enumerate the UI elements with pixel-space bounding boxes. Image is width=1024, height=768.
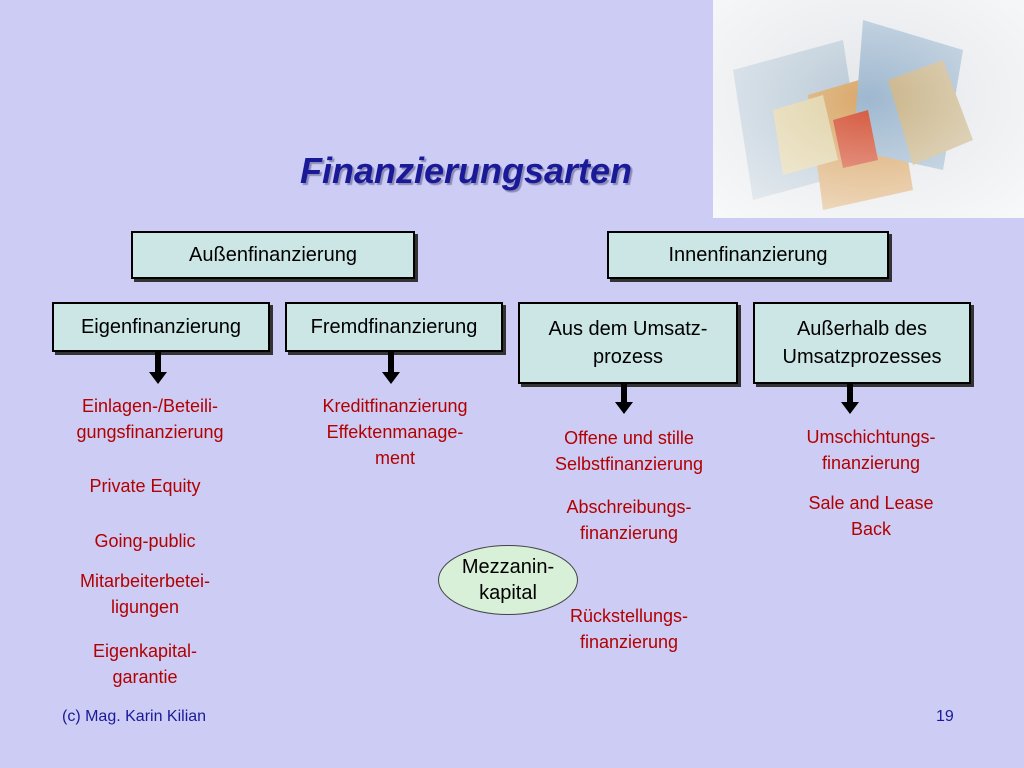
box-ausserhalb-line2: Umsatzprozesses (782, 346, 942, 368)
umsatz-item-line: Rückstellungs- (569, 606, 689, 626)
box-eigenfinanzierung-label: Eigenfinanzierung (80, 316, 242, 338)
list-item-rueckstellungsfinanzierung: Rückstellungs- finanzierung (518, 603, 740, 655)
list-item-selbstfinanzierung: Offene und stille Selbstfinanzierung (518, 425, 740, 477)
list-item-abschreibungsfinanzierung: Abschreibungs- finanzierung (518, 494, 740, 546)
ausserhalb-item-line: Sale and Lease (808, 493, 934, 513)
box-aussenfinanzierung-label: Außenfinanzierung (189, 244, 357, 266)
arrow-umsatz (615, 384, 633, 414)
mezzaninkapital-ellipse: Mezzanin- kapital (438, 545, 578, 615)
arrow-ausserhalb (841, 384, 859, 414)
box-ausserhalb-line1: Außerhalb des (796, 318, 928, 340)
box-eigenfinanzierung: Eigenfinanzierung (52, 302, 270, 352)
box-ausserhalb-des-umsatzprozesses: Außerhalb des Umsatzprozesses (753, 302, 971, 384)
page-title: Finanzierungsarten (300, 150, 633, 191)
list-item-einlagen: Einlagen-/Beteili- gungsfinanzierung (40, 393, 260, 445)
page-number: 19 (936, 708, 954, 725)
fremd-item-line: ment (374, 448, 416, 468)
list-item-sale-and-lease-back: Sale and Lease Back (760, 490, 982, 542)
arrow-fremd (382, 352, 400, 384)
umsatz-item-line: finanzierung (579, 523, 679, 543)
eigen-item-line: gungsfinanzierung (76, 422, 224, 442)
mezzanin-line2: kapital (479, 582, 537, 604)
umsatz-item-line: Selbstfinanzierung (554, 454, 704, 474)
eigen-item-line: ligungen (110, 597, 180, 617)
euro-banknotes-image (713, 0, 1024, 218)
list-item-fremd: Kreditfinanzierung Effektenmanage- ment (285, 393, 505, 471)
eigen-item-line: Einlagen-/Beteili- (81, 396, 219, 416)
box-fremdfinanzierung-label: Fremdfinanzierung (310, 316, 478, 338)
eigen-item-line: Mitarbeiterbetei- (79, 571, 211, 591)
eigen-item-line: garantie (112, 667, 178, 687)
list-item-umschichtungsfinanzierung: Umschichtungs- finanzierung (760, 424, 982, 476)
box-innenfinanzierung: Innenfinanzierung (607, 231, 889, 279)
euro-banknotes-drawing (713, 0, 1024, 218)
umsatz-item-line: Offene und stille (564, 428, 694, 448)
mezzanin-line1: Mezzanin- (461, 556, 555, 578)
arrow-eigen (149, 352, 167, 384)
umsatz-item-line: finanzierung (579, 632, 679, 652)
ausserhalb-item-line: Umschichtungs- (806, 427, 936, 447)
box-aussenfinanzierung: Außenfinanzierung (131, 231, 415, 279)
ausserhalb-item-line: finanzierung (821, 453, 921, 473)
list-item-eigenkapitalgarantie: Eigenkapital- garantie (40, 638, 250, 690)
box-umsatz-line2: prozess (592, 346, 664, 368)
box-fremdfinanzierung: Fremdfinanzierung (285, 302, 503, 352)
box-innenfinanzierung-label: Innenfinanzierung (668, 244, 828, 266)
fremd-item-line: Kreditfinanzierung (322, 396, 468, 416)
fremd-item-line: Effektenmanage- (326, 422, 464, 442)
box-umsatz-line1: Aus dem Umsatz- (548, 318, 708, 340)
list-item-going-public: Going-public (94, 531, 196, 551)
box-aus-dem-umsatzprozess: Aus dem Umsatz- prozess (518, 302, 738, 384)
ausserhalb-item-line: Back (850, 519, 892, 539)
umsatz-item-line: Abschreibungs- (566, 497, 692, 517)
list-item-mitarbeiterbeteiligungen: Mitarbeiterbetei- ligungen (40, 568, 250, 620)
eigen-item-line: Eigenkapital- (92, 641, 198, 661)
list-item-private-equity: Private Equity (89, 476, 201, 496)
footer-author: (c) Mag. Karin Kilian (62, 708, 207, 725)
